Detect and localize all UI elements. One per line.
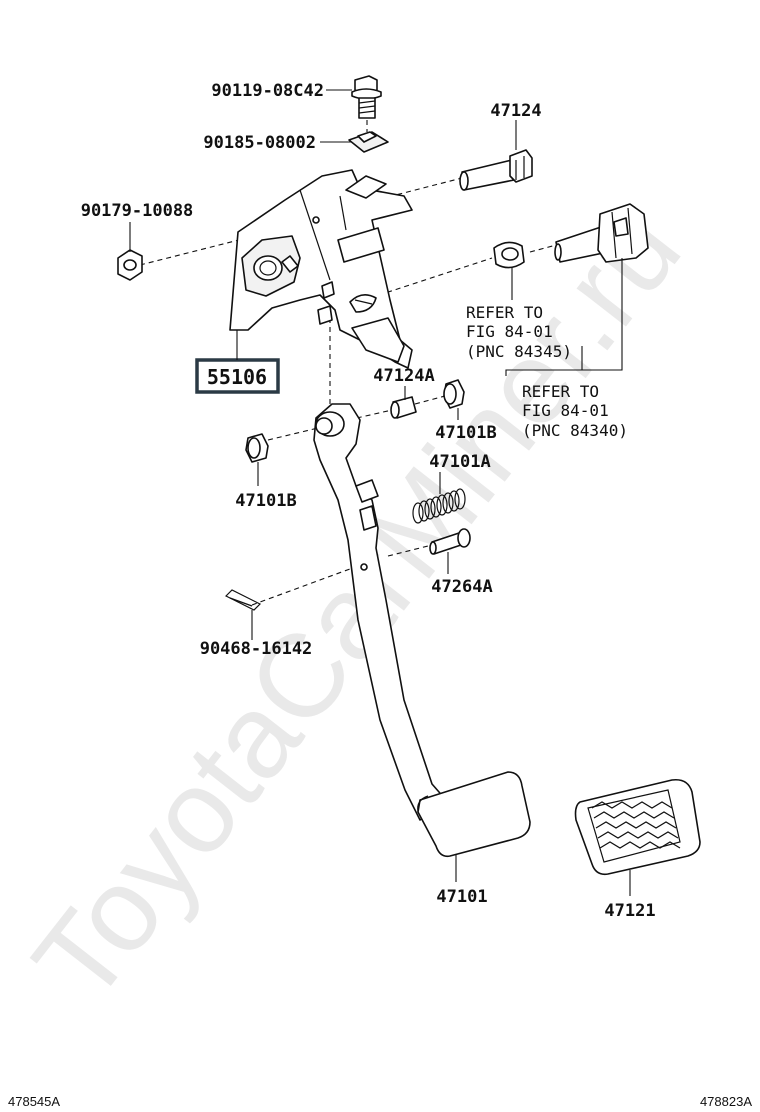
- label-bushing-right[interactable]: 47101B: [435, 423, 496, 443]
- collar-icon: [390, 396, 417, 419]
- pedal-cushion-icon: [493, 241, 525, 269]
- label-pedal-arm[interactable]: 47101: [436, 887, 487, 907]
- footer-code-right: 478823A: [700, 1094, 752, 1109]
- ref-a-line-2: FIG 84-01: [466, 322, 553, 341]
- footer-code-left: 478545A: [8, 1094, 60, 1109]
- ref-b-line-2: FIG 84-01: [522, 401, 609, 420]
- label-spring[interactable]: 47101A: [429, 452, 490, 472]
- hex-nut-icon: [117, 249, 143, 281]
- label-bolt-top[interactable]: 90119-08C42: [211, 81, 324, 101]
- bracket-part-number[interactable]: 55106: [207, 365, 267, 389]
- shaft-bolt-icon: [459, 149, 533, 191]
- bushing-left-icon: [245, 433, 269, 463]
- label-clip-nut[interactable]: 90185-08002: [203, 133, 316, 153]
- ref-a-line-3: (PNC 84345): [466, 342, 572, 361]
- label-clip-pin[interactable]: 90468-16142: [200, 639, 313, 659]
- retaining-clip-icon: [224, 589, 262, 611]
- label-bushing-left[interactable]: 47101B: [235, 491, 296, 511]
- ref-a-line-1: REFER TO: [466, 303, 543, 322]
- label-nut-left[interactable]: 90179-10088: [81, 201, 194, 221]
- clip-nut-icon: [348, 120, 389, 153]
- label-pedal-pad[interactable]: 47121: [604, 901, 655, 921]
- leader-lines: [129, 89, 631, 896]
- ref-b-line-1: REFER TO: [522, 382, 599, 401]
- clevis-pin-icon: [429, 528, 471, 555]
- pedal-pad-icon: [574, 778, 701, 876]
- pedal-arm-icon: [313, 403, 531, 858]
- bushing-right-icon: [443, 379, 465, 409]
- flange-bolt-icon: [351, 75, 382, 119]
- bracket-label-box[interactable]: 55106: [195, 358, 280, 394]
- label-collar[interactable]: 47124A: [373, 366, 434, 386]
- return-spring-icon: [412, 488, 466, 524]
- label-shaft-bolt[interactable]: 47124: [490, 101, 541, 121]
- stop-lamp-switch-icon: [554, 203, 649, 263]
- ref-b-line-3: (PNC 84340): [522, 421, 628, 440]
- label-clevis-pin[interactable]: 47264A: [431, 577, 492, 597]
- reference-note-a[interactable]: REFER TO FIG 84-01 (PNC 84345): [466, 303, 572, 361]
- pedal-bracket-icon: [229, 169, 413, 369]
- reference-note-b[interactable]: REFER TO FIG 84-01 (PNC 84340): [522, 382, 628, 440]
